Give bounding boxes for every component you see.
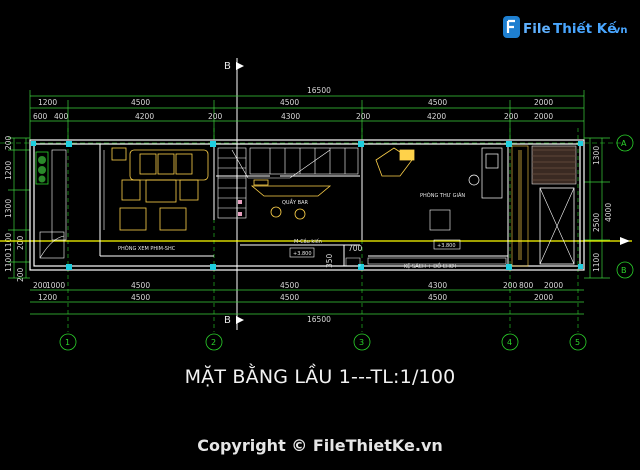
dim-bot-6: 200 xyxy=(503,281,518,290)
grid-bubbles xyxy=(59,134,634,351)
staircase-icon xyxy=(217,147,359,219)
top-dimension-lines xyxy=(29,90,585,140)
svg-text:1300: 1300 xyxy=(592,146,601,165)
svg-text:2500: 2500 xyxy=(592,213,601,232)
decorative-screen-icon xyxy=(511,145,577,267)
svg-text:4000: 4000 xyxy=(604,203,613,222)
copyright-notice: Copyright © FileThietKe.vn xyxy=(197,436,443,455)
section-marker-top: B xyxy=(224,61,231,72)
sofa-set-icon xyxy=(103,147,209,231)
right-dimension-texts: 1300 4000 2500 1100 xyxy=(592,146,613,272)
svg-text:1100: 1100 xyxy=(4,233,13,252)
level-tag-1 xyxy=(289,247,315,258)
level-1: +3.800 xyxy=(293,251,312,257)
bottom-dimension-lines xyxy=(30,289,584,315)
screen-slats-icon xyxy=(518,150,522,260)
right-dimension-lines xyxy=(584,137,610,279)
structural-columns xyxy=(31,141,583,270)
dim-bot-7: 800 xyxy=(519,281,534,290)
grid-label-3: 3 xyxy=(359,338,364,347)
lounge-chair-icon xyxy=(375,147,415,177)
room-label-tv: PHÒNG XEM PHIM-SHC xyxy=(118,245,176,252)
bookshelf-icon xyxy=(367,257,507,265)
dim-top2-7: 4200 xyxy=(427,112,446,121)
grid-label-1: 1 xyxy=(65,338,70,347)
dim-bot2-2: 4500 xyxy=(131,293,150,302)
room-label-relax: PHÒNG THƯ GIÃN xyxy=(420,192,465,199)
drawing-title: MẶT BẰNG LẦU 1---TL:1/100 xyxy=(184,366,456,388)
dim-inner-700: 700 xyxy=(348,244,363,253)
grid-label-2: 2 xyxy=(211,338,216,347)
site-logo: File Thiết Kế .vn xyxy=(503,16,627,38)
floor-drain-icon xyxy=(345,257,361,267)
dim-top-5: 2000 xyxy=(534,98,553,107)
left-dimension-texts: 200 1200 1300 1100 1100 200 200 xyxy=(4,135,25,282)
logo-text-rest: Thiết Kế xyxy=(553,20,617,37)
desk-icon xyxy=(468,147,503,199)
svg-text:200: 200 xyxy=(16,267,25,282)
dim-inner-350: 350 xyxy=(325,253,334,268)
dim-top2-3: 4200 xyxy=(135,112,154,121)
dim-top2-1: 600 xyxy=(33,112,48,121)
dim-top2-4: 200 xyxy=(208,112,223,121)
dim-bot2-3: 4500 xyxy=(280,293,299,302)
dim-bot-3: 4500 xyxy=(131,281,150,290)
left-dimension-lines xyxy=(8,137,30,279)
dim-top-1: 1200 xyxy=(38,98,57,107)
dim-bot-2: 1000 xyxy=(46,281,65,290)
grid-axis-lines xyxy=(67,128,579,332)
stair-marker-icon xyxy=(238,200,242,216)
logo-text-tld: .vn xyxy=(610,25,627,36)
bar-note-label: M-Cầu kiến xyxy=(294,237,322,245)
logo-text-file: File xyxy=(523,21,551,37)
dim-top-total: 16500 xyxy=(307,86,331,95)
room-label-bar: QUẦY BAR xyxy=(282,198,309,206)
dim-bot-5: 4300 xyxy=(428,281,447,290)
dim-top-4: 4500 xyxy=(428,98,447,107)
dim-top2-2: 400 xyxy=(54,112,69,121)
dim-bottom-total: 16500 xyxy=(307,315,331,324)
dim-top2-8: 200 xyxy=(504,112,519,121)
dim-top-2: 4500 xyxy=(131,98,150,107)
svg-text:1100: 1100 xyxy=(592,253,601,272)
dim-bot2-5: 2000 xyxy=(534,293,553,302)
dim-top-3: 4500 xyxy=(280,98,299,107)
svg-text:1300: 1300 xyxy=(4,199,13,218)
side-table-icon xyxy=(429,209,451,231)
interior-walls xyxy=(99,144,509,266)
grid-label-a: A xyxy=(621,139,627,148)
dim-top2-6: 200 xyxy=(356,112,371,121)
section-marker-bottom: B xyxy=(224,315,231,326)
grid-label-b: B xyxy=(621,266,627,275)
level-tag-2 xyxy=(433,239,461,250)
dim-bot2-4: 4500 xyxy=(428,293,447,302)
svg-text:1100: 1100 xyxy=(4,253,13,272)
room-label-shelf: KỆ SÁCH + ĐỒ CHƠI xyxy=(404,261,456,270)
svg-text:1200: 1200 xyxy=(4,161,13,180)
dim-bot2-1: 1200 xyxy=(38,293,57,302)
planter-icon xyxy=(35,149,67,259)
bar-counter-icon xyxy=(250,179,332,220)
grid-label-4: 4 xyxy=(507,338,512,347)
grid-label-5: 5 xyxy=(575,338,580,347)
exterior-walls xyxy=(29,139,585,271)
dim-bot-4: 4500 xyxy=(280,281,299,290)
dim-top2-9: 2000 xyxy=(534,112,553,121)
dim-bot-1: 200 xyxy=(33,281,48,290)
dim-top2-5: 4300 xyxy=(281,112,300,121)
svg-text:200: 200 xyxy=(16,235,25,250)
level-2: +3.800 xyxy=(437,243,456,249)
dim-bot-8: 2000 xyxy=(544,281,563,290)
